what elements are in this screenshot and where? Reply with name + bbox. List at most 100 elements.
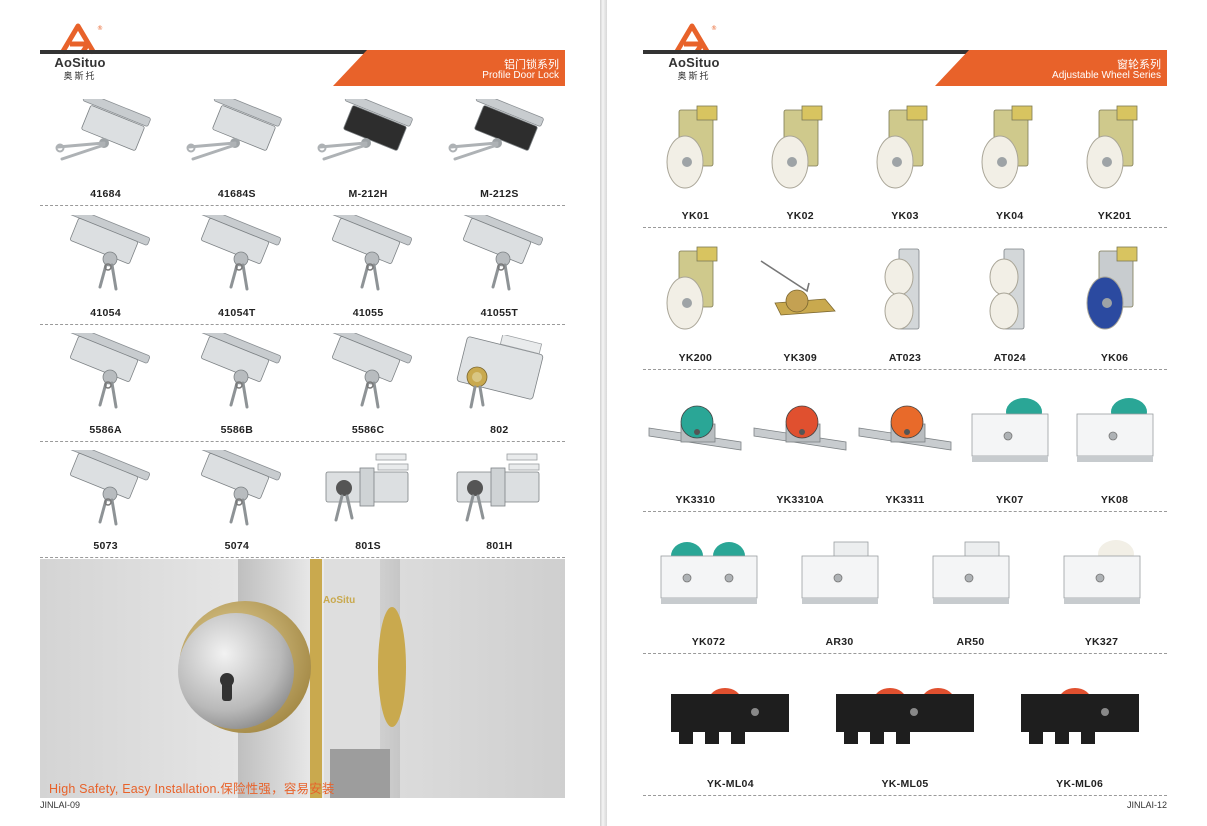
- product-card[interactable]: YK072: [643, 512, 774, 653]
- product-card[interactable]: 5586A: [40, 325, 171, 441]
- channel-roller-teal-icon: [957, 378, 1062, 487]
- product-code: 801S: [355, 540, 381, 552]
- product-code: YK327: [1084, 636, 1119, 648]
- product-card[interactable]: YK3310A: [748, 370, 853, 511]
- product-card[interactable]: YK02: [748, 88, 853, 227]
- product-card[interactable]: 41055T: [434, 206, 565, 324]
- product-card[interactable]: M-212H: [303, 88, 434, 205]
- book-spine: [600, 0, 607, 826]
- product-code: YK3311: [885, 494, 925, 506]
- product-row: YK3310 YK3310A YK3311 YK07 YK08: [643, 370, 1167, 512]
- product-row: 41684 41684S M-212H M-212S: [40, 88, 565, 206]
- product-code: YK-ML04: [706, 778, 754, 790]
- channel-double-teal-icon: [643, 520, 774, 629]
- product-row: 5073 5074 801S 801H: [40, 442, 565, 558]
- product-code: 41684: [90, 188, 121, 200]
- product-code: AT023: [888, 352, 922, 364]
- product-card[interactable]: YK07: [957, 370, 1062, 511]
- bracket-wheel-icon: [748, 96, 853, 203]
- product-card[interactable]: 5074: [171, 442, 302, 557]
- lock-with-keys-icon: [303, 214, 434, 300]
- product-code: M-212S: [480, 188, 519, 200]
- svg-text:AoSitu: AoSitu: [323, 595, 355, 606]
- channel-roller-cream-icon: [1036, 520, 1167, 629]
- product-card[interactable]: 41684: [40, 88, 171, 205]
- lock-with-keys-icon: [303, 333, 434, 417]
- product-code: YK3310: [675, 494, 716, 506]
- product-card[interactable]: YK-ML04: [643, 654, 818, 795]
- product-card[interactable]: YK01: [643, 88, 748, 227]
- product-card[interactable]: YK03: [853, 88, 958, 227]
- bracket-wheel-icon: [853, 96, 958, 203]
- product-card[interactable]: YK201: [1062, 88, 1167, 227]
- product-card[interactable]: 41055: [303, 206, 434, 324]
- lock-with-keys-icon: [171, 449, 302, 533]
- photo-tagline: High Safety, Easy Installation.保险性强，容易安装: [49, 782, 335, 796]
- brand-name-cn: 奥斯托: [63, 71, 97, 81]
- product-code: YK03: [891, 210, 919, 222]
- product-code: 41054T: [218, 307, 256, 319]
- product-row: YK072 AR30 AR50 YK327: [643, 512, 1167, 654]
- lock-with-keys-icon: [40, 449, 171, 533]
- product-code: YK-ML06: [1056, 778, 1104, 790]
- product-card[interactable]: YK200: [643, 228, 748, 369]
- product-card[interactable]: 41054T: [171, 206, 302, 324]
- series-title-cn: 窗轮系列: [1117, 59, 1161, 71]
- product-card[interactable]: 41054: [40, 206, 171, 324]
- bracket-wheel-icon: [957, 96, 1062, 203]
- product-card[interactable]: 801S: [303, 442, 434, 557]
- black-housing-roller-icon: [992, 662, 1167, 771]
- product-card[interactable]: YK3310: [643, 370, 748, 511]
- lock-with-keys-icon: [434, 214, 565, 300]
- product-card[interactable]: 5586B: [171, 325, 302, 441]
- lock-body-icon: [171, 96, 302, 181]
- series-banner: 铝门锁系列 Profile Door Lock: [40, 50, 565, 86]
- product-card[interactable]: 801H: [434, 442, 565, 557]
- product-card[interactable]: YK-ML05: [818, 654, 993, 795]
- lock-set-icon: [303, 450, 434, 533]
- product-card[interactable]: AR50: [905, 512, 1036, 653]
- lock-with-keys-icon: [40, 214, 171, 300]
- lock-with-keys-icon: [171, 214, 302, 300]
- product-card[interactable]: YK-ML06: [992, 654, 1167, 795]
- product-card[interactable]: 5073: [40, 442, 171, 557]
- product-card[interactable]: 5586C: [303, 325, 434, 441]
- series-title-en: Profile Door Lock: [482, 70, 559, 81]
- product-card[interactable]: AT023: [853, 228, 958, 369]
- brand-logo: ® AoSituo 奥斯托: [654, 22, 734, 82]
- product-code: YK200: [678, 352, 713, 364]
- product-code: 41055: [352, 307, 384, 319]
- catalog-page-left: ® AoSituo 奥斯托 铝门锁系列 Profile Door Lock 41…: [0, 0, 600, 826]
- product-code: 5586A: [89, 424, 122, 436]
- product-card[interactable]: 41684S: [171, 88, 302, 205]
- product-code: YK01: [681, 210, 710, 222]
- double-wheel-icon: [957, 236, 1062, 345]
- product-card[interactable]: AR30: [774, 512, 905, 653]
- product-card[interactable]: YK309: [748, 228, 853, 369]
- bracket-wheel-icon: [1062, 96, 1167, 203]
- lock-cylinder-photo-icon: AoSitu: [178, 559, 406, 798]
- product-code: 5074: [224, 540, 250, 552]
- catalog-page-right: ® AoSituo 奥斯托 窗轮系列 Adjustable Wheel Seri…: [607, 0, 1207, 826]
- product-card[interactable]: 802: [434, 325, 565, 441]
- product-card[interactable]: AT024: [957, 228, 1062, 369]
- product-row: 5586A 5586B 5586C 802: [40, 325, 565, 442]
- product-grid: 41684 41684S M-212H M-212S 41054 41054T: [40, 88, 565, 558]
- product-card[interactable]: YK327: [1036, 512, 1167, 653]
- product-row: YK200 YK309 AT023 AT024 YK06: [643, 228, 1167, 370]
- channel-roller-icon: [774, 520, 905, 629]
- brand-logo: ® AoSituo 奥斯托: [40, 22, 120, 82]
- product-grid: YK01 YK02 YK03 YK04 YK201 YK200 YK309 AT…: [643, 88, 1167, 798]
- product-card[interactable]: YK3311: [853, 370, 958, 511]
- brand-name: AoSituo: [668, 55, 720, 70]
- product-row: YK-ML04 YK-ML05 YK-ML06: [643, 654, 1167, 796]
- product-code: AR30: [825, 636, 854, 648]
- product-card[interactable]: YK06: [1062, 228, 1167, 369]
- product-row: 41054 41054T 41055 41055T: [40, 206, 565, 325]
- product-card[interactable]: YK04: [957, 88, 1062, 227]
- product-code: YK06: [1100, 352, 1129, 364]
- product-card[interactable]: YK08: [1062, 370, 1167, 511]
- product-card[interactable]: M-212S: [434, 88, 565, 205]
- product-code: YK201: [1097, 210, 1132, 222]
- lock-body-icon: [40, 96, 171, 181]
